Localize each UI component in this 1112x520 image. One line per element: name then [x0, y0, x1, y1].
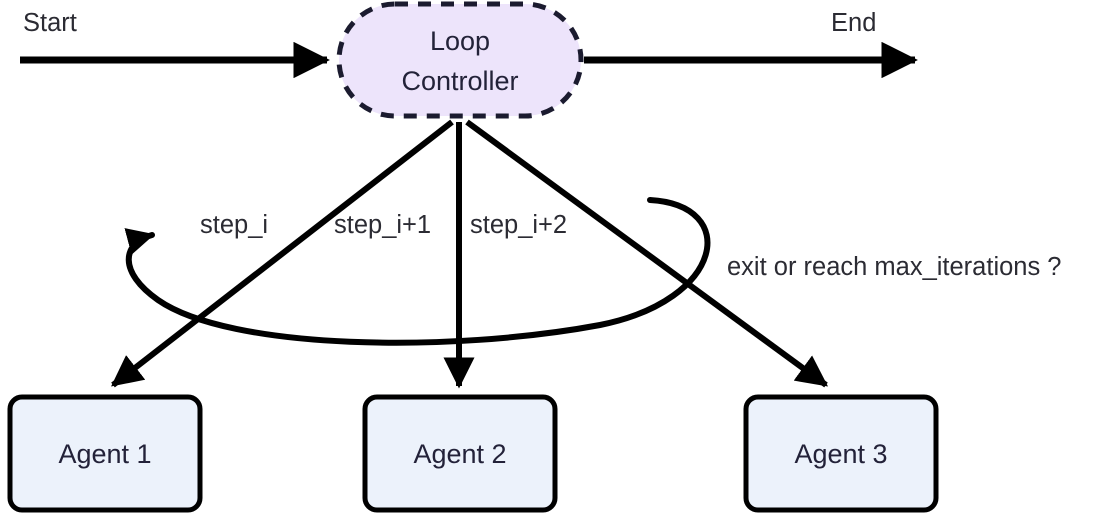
- loop-controller-node[interactable]: [336, 1, 584, 119]
- edge-label-step-i-plus-1: step_i+1: [334, 211, 431, 239]
- agent-1-node[interactable]: [7, 394, 203, 513]
- edge-label-exit-condition: exit or reach max_iterations ?: [727, 253, 1062, 281]
- agent-3-node[interactable]: [743, 394, 939, 513]
- start-label: Start: [23, 9, 77, 37]
- edge-label-step-i-plus-2: step_i+2: [470, 211, 567, 239]
- loop-controller-label-line1: Loop: [430, 26, 490, 56]
- feedback-loop-curve: [124, 197, 711, 346]
- agent-2-node[interactable]: [362, 394, 558, 513]
- edge-label-step-i: step_i: [200, 211, 268, 239]
- agent-1-label: Agent 1: [58, 439, 151, 469]
- loop-controller-label-line2: Controller: [401, 66, 518, 96]
- edge-controller-to-agent-1: [111, 119, 454, 388]
- agent-3-label: Agent 3: [794, 439, 887, 469]
- edge-controller-to-agent-3: [465, 119, 829, 388]
- agent-2-label: Agent 2: [413, 439, 506, 469]
- end-label: End: [831, 9, 876, 37]
